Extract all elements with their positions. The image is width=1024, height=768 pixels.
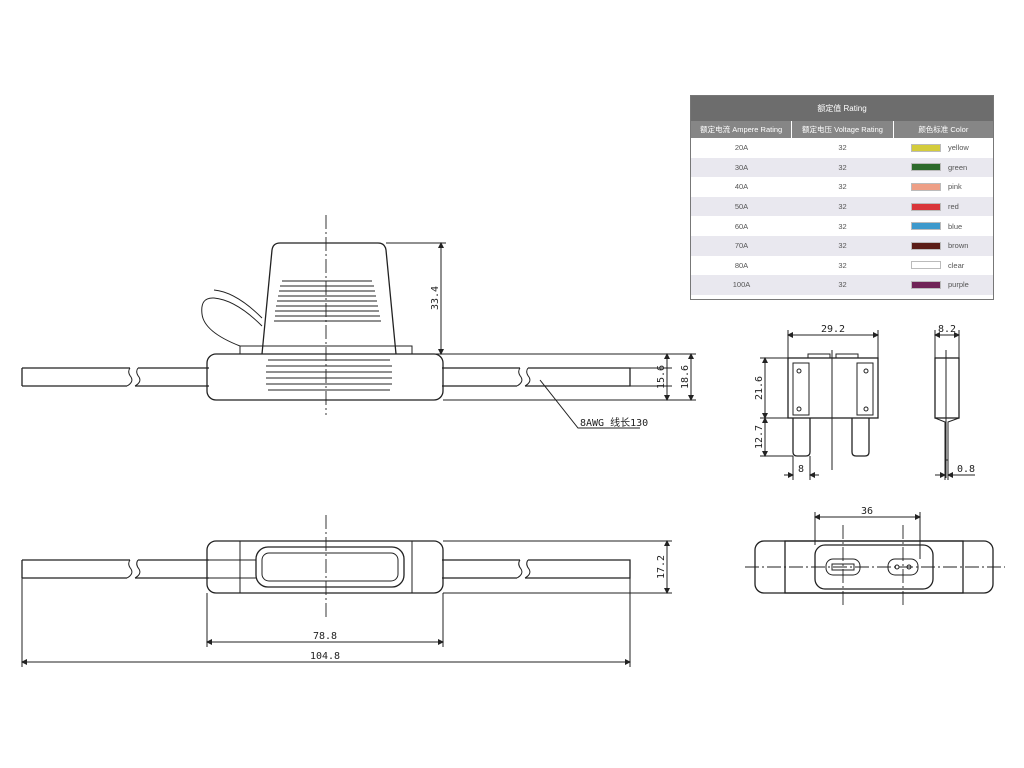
dim-terminal-thickness: 0.8 xyxy=(957,464,975,475)
color-name: green xyxy=(948,162,968,172)
cell-ampere: 30A xyxy=(734,162,749,172)
cell-voltage: 32 xyxy=(838,202,847,212)
rating-table: 额定值 Rating 额定电流 Ampere Rating 额定电压 Volta… xyxy=(690,95,994,300)
color-swatch xyxy=(911,143,941,152)
cell-voltage: 32 xyxy=(838,280,847,290)
cell-color: purple xyxy=(893,275,993,295)
fuse-side-view: 8.2 0.8 xyxy=(934,324,975,480)
cell-color: red xyxy=(893,197,993,217)
color-swatch xyxy=(911,222,941,231)
wire-label: 8AWG 线长130 xyxy=(580,416,648,429)
cell-ampere: 100A xyxy=(732,280,751,290)
dim-fuse-body-height: 21.6 xyxy=(754,376,765,400)
table-body: 20A 32 yellow 30A 32 green 40A 32 pink 50A 32 red 60… xyxy=(691,138,993,295)
bottom-view: 17.2 78.8 104.8 xyxy=(21,515,672,667)
header-voltage: 额定电压 Voltage Rating xyxy=(792,121,894,138)
color-swatch xyxy=(911,202,941,211)
table-row: 50A 32 red xyxy=(691,196,993,217)
cell-voltage: 32 xyxy=(838,221,847,231)
cell-ampere: 50A xyxy=(734,202,749,212)
dim-holder-outer: 18.6 xyxy=(680,365,691,389)
header-ampere: 额定电流 Ampere Rating xyxy=(691,121,793,138)
cell-voltage: 32 xyxy=(838,182,847,192)
dim-terminal-width: 8 xyxy=(798,464,804,475)
dim-fuse-thickness: 8.2 xyxy=(938,324,956,335)
color-swatch xyxy=(911,280,941,289)
dim-overall-length: 104.8 xyxy=(310,651,340,662)
cell-voltage: 32 xyxy=(838,241,847,251)
cell-voltage: 32 xyxy=(838,143,847,153)
table-row: 80A 32 clear xyxy=(691,256,993,276)
front-view: 33.4 15.6 18.6 8AWG 线长130 xyxy=(21,215,696,429)
color-name: yellow xyxy=(948,143,969,153)
dim-terminal-length: 12.7 xyxy=(754,425,765,449)
table-row: 70A 32 brown xyxy=(691,235,993,256)
color-swatch xyxy=(911,163,941,172)
table-title: 额定值 Rating xyxy=(691,96,993,121)
dim-bottom-height: 17.2 xyxy=(656,555,667,579)
table-row: 100A 32 purple xyxy=(691,275,993,295)
color-name: purple xyxy=(948,280,969,290)
dim-fuse-width: 29.2 xyxy=(821,324,845,335)
color-name: blue xyxy=(948,221,963,231)
color-swatch xyxy=(911,182,941,191)
color-name: clear xyxy=(948,260,965,270)
cell-color: pink xyxy=(893,177,993,197)
cell-ampere: 60A xyxy=(734,221,749,231)
cell-ampere: 70A xyxy=(734,241,749,251)
dim-end-width: 36 xyxy=(861,506,873,517)
cell-color: yellow xyxy=(893,138,993,158)
end-view: 36 xyxy=(745,506,1005,605)
dim-holder-length: 78.8 xyxy=(313,631,337,642)
cell-voltage: 32 xyxy=(838,260,847,270)
cell-voltage: 32 xyxy=(838,162,847,172)
cell-color: blue xyxy=(893,216,993,236)
color-name: red xyxy=(948,202,959,212)
table-header-row: 额定电流 Ampere Rating 额定电压 Voltage Rating 颜… xyxy=(691,121,993,138)
cell-color: brown xyxy=(893,236,993,256)
cell-ampere: 20A xyxy=(734,143,749,153)
color-name: brown xyxy=(948,241,969,251)
dim-cap-height: 33.4 xyxy=(430,286,441,310)
cell-ampere: 80A xyxy=(734,260,749,270)
cell-color: green xyxy=(893,158,993,178)
cell-color: clear xyxy=(893,256,993,276)
color-name: pink xyxy=(948,182,962,192)
table-row: 40A 32 pink xyxy=(691,177,993,197)
header-color: 颜色标准 Color xyxy=(918,125,969,134)
fuse-front-view: 29.2 21.6 12.7 8 xyxy=(754,324,879,480)
table-row: 30A 32 green xyxy=(691,157,993,178)
color-swatch xyxy=(911,261,941,270)
color-swatch xyxy=(911,241,941,250)
dim-holder-inner: 15.6 xyxy=(656,365,667,389)
table-row: 60A 32 blue xyxy=(691,216,993,236)
cell-ampere: 40A xyxy=(734,182,749,192)
table-row: 20A 32 yellow xyxy=(691,138,993,158)
